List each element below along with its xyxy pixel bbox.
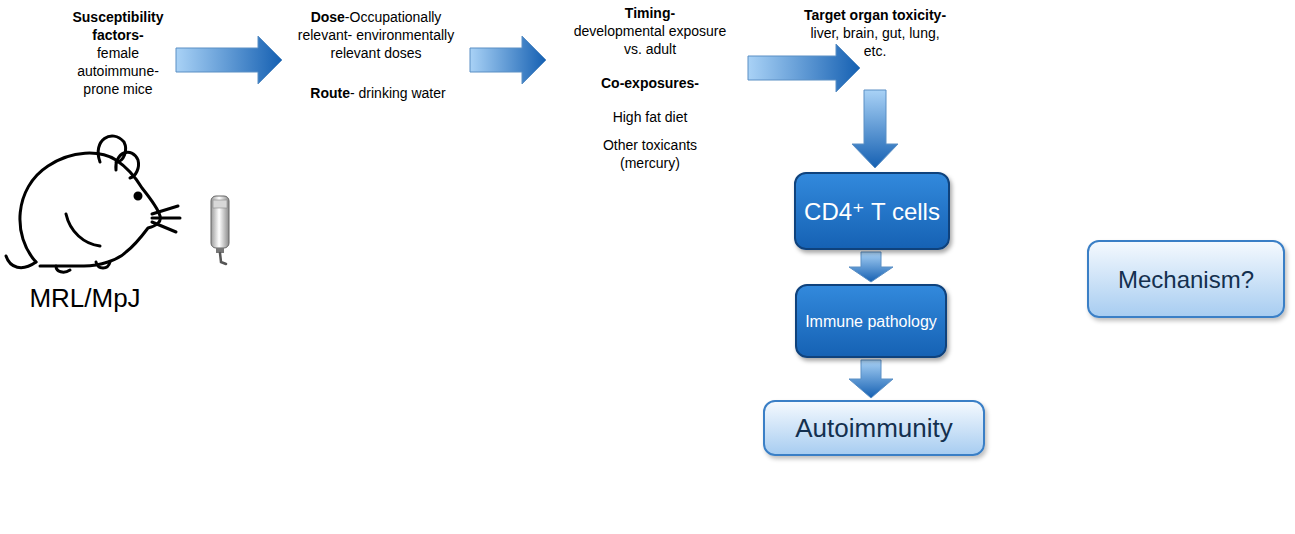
process-box: Immune pathology [795, 284, 947, 358]
text-group: Co-exposures- High fat dietOther toxicant… [572, 74, 728, 172]
mouse-illustration [6, 136, 180, 272]
process-box: Mechanism? [1087, 240, 1285, 318]
process-box: Autoimmunity [763, 400, 985, 456]
text-group: Timing-developmental exposure vs. adult [572, 4, 728, 58]
body-label: Other toxicants (mercury) [590, 136, 710, 172]
body-label: - drinking water [350, 85, 446, 101]
water-bottle-icon [211, 196, 229, 264]
body-label: developmental exposure vs. adult [572, 22, 728, 58]
heading-label: Target organ toxicity- [804, 7, 946, 23]
block-arrow-connector [849, 252, 893, 282]
block-arrow [748, 44, 860, 92]
body-label: liver, brain, gut, lung, etc. [810, 25, 939, 59]
box-label: Mechanism? [1118, 265, 1254, 294]
body-label: MRL/MpJ [15, 282, 155, 315]
block-arrow [470, 36, 546, 84]
text-group: Route- drinking water [292, 84, 464, 102]
text-group: MRL/MpJ [15, 282, 155, 315]
box-label: CD4⁺ T cells [804, 197, 940, 226]
block-arrow [176, 36, 282, 84]
body-label: female autoimmune-prone mice [63, 44, 173, 98]
process-box: CD4⁺ T cells [794, 172, 950, 250]
block-arrow-connector [849, 360, 893, 398]
text-group: Susceptibility factors-female autoimmune… [63, 8, 173, 98]
box-label: Autoimmunity [795, 413, 953, 444]
heading-label: Co-exposures- [572, 74, 728, 92]
heading-label: Route [310, 85, 350, 101]
box-label: Immune pathology [805, 312, 937, 331]
block-arrow [852, 90, 898, 168]
heading-label: Dose [311, 9, 345, 25]
heading-label: Timing- [572, 4, 728, 22]
body-label: High fat diet [572, 108, 728, 126]
text-group: Dose-Occupationally relevant- environmen… [285, 8, 467, 62]
text-group: Target organ toxicity-liver, brain, gut,… [798, 6, 952, 60]
heading-label: Susceptibility factors- [63, 8, 173, 44]
